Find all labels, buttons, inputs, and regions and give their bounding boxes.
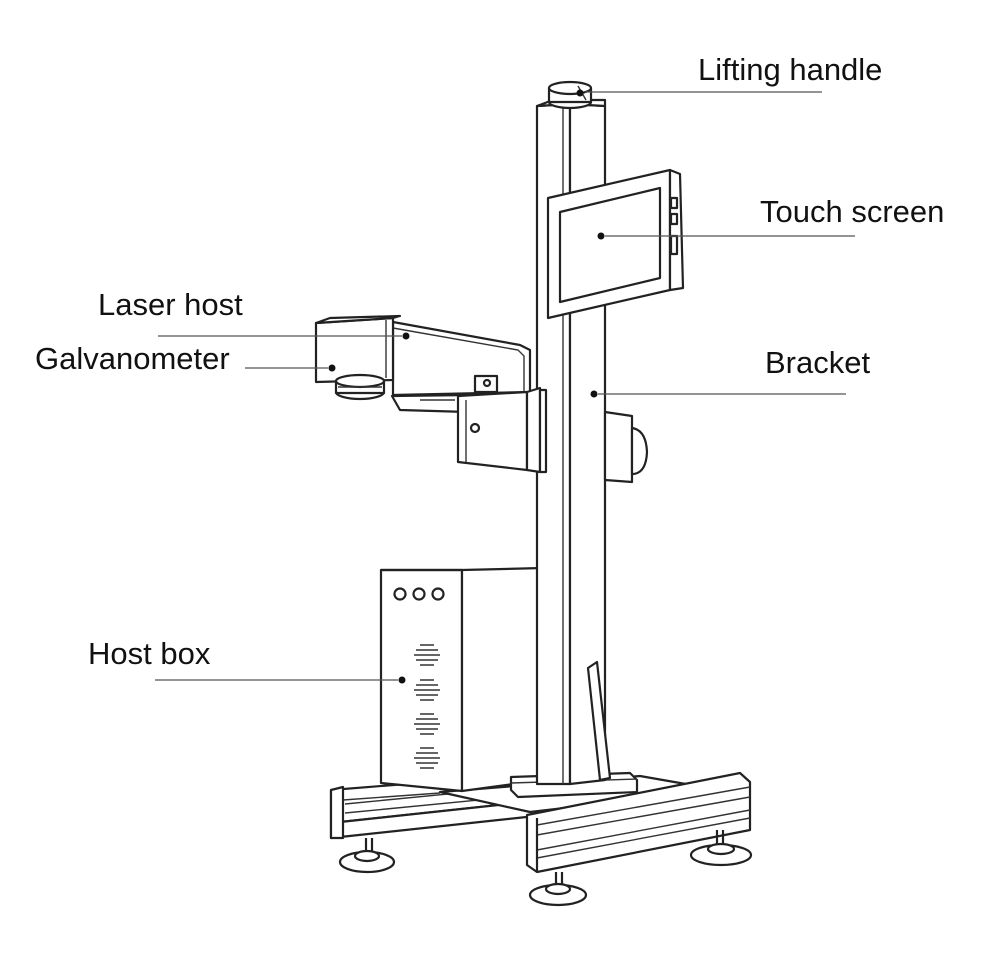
leader-host-box	[155, 676, 406, 684]
label-touch-screen: Touch screen	[760, 194, 944, 229]
rear-knob	[603, 410, 649, 484]
leader-bracket	[590, 390, 846, 398]
leader-laser-host	[158, 332, 410, 340]
leveling-foot-left	[338, 838, 396, 874]
label-lifting-handle: Lifting handle	[698, 52, 882, 87]
host-box-cabinet	[379, 566, 545, 793]
label-galvanometer: Galvanometer	[35, 341, 230, 376]
label-laser-host: Laser host	[98, 287, 243, 322]
knob-icon	[393, 587, 407, 601]
lifting-handle-knob	[547, 80, 593, 110]
label-host-box: Host box	[88, 636, 211, 671]
leader-lifting-handle	[576, 89, 822, 97]
vent-grille-icon	[414, 644, 440, 769]
column-clamp	[456, 374, 548, 474]
knob-icon	[412, 587, 426, 601]
touch-screen-panel	[546, 168, 685, 320]
label-bracket: Bracket	[765, 345, 870, 380]
leader-galvanometer	[245, 364, 336, 372]
knob-icon	[431, 587, 445, 601]
leader-touch-screen	[597, 232, 855, 240]
leveling-foot-right	[689, 830, 753, 867]
leveling-foot-front	[528, 872, 588, 907]
